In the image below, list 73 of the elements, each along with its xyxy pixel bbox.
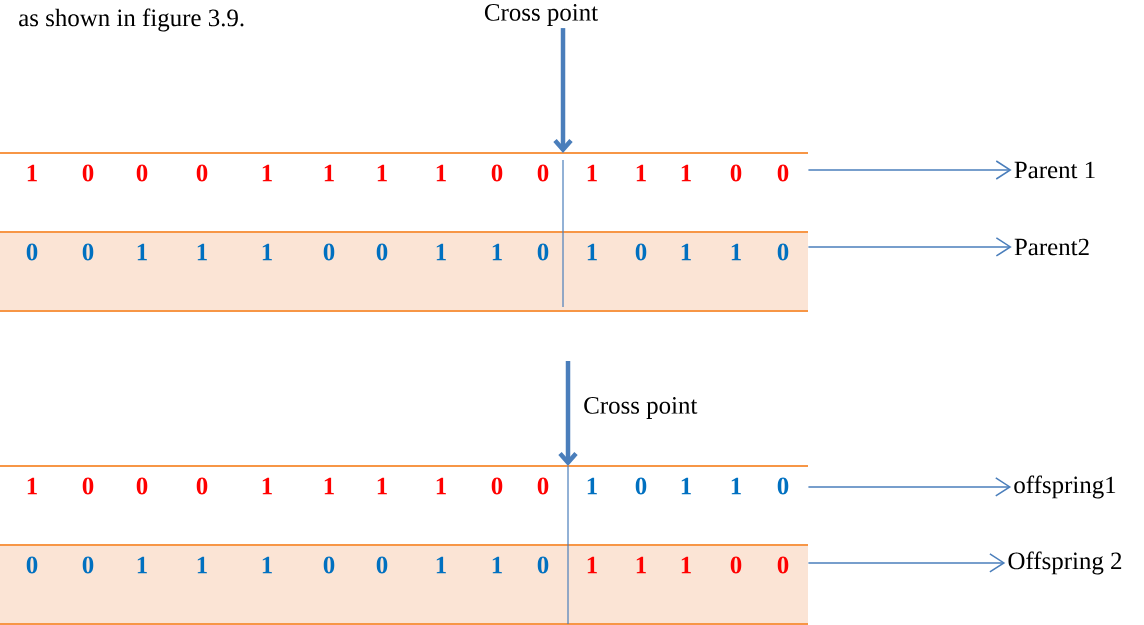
bit-digit: 1 xyxy=(636,164,646,182)
bit-digit: 1 xyxy=(492,556,502,574)
bit-digit: 1 xyxy=(681,243,691,261)
bit-digit: 1 xyxy=(137,243,147,261)
bit-digit: 1 xyxy=(197,556,207,574)
bit-digit: 0 xyxy=(196,477,208,495)
bit-digit: 1 xyxy=(587,243,597,261)
bit-digit: 0 xyxy=(26,243,38,261)
bit-digit: 0 xyxy=(777,477,789,495)
bit-digit: 1 xyxy=(262,477,272,495)
bit-digit: 1 xyxy=(27,164,37,182)
bit-digit: 0 xyxy=(537,477,549,495)
arrow xyxy=(807,477,1012,497)
arrow xyxy=(807,553,1006,573)
bit-digit: 0 xyxy=(82,164,94,182)
bit-digit: 1 xyxy=(436,556,446,574)
arrow xyxy=(558,361,578,466)
bit-digit: 1 xyxy=(436,243,446,261)
arrow xyxy=(807,160,1012,180)
bit-digit: 0 xyxy=(82,556,94,574)
bit-digit: 1 xyxy=(324,164,334,182)
bit-digit: 1 xyxy=(731,243,741,261)
bit-digit: 0 xyxy=(537,164,549,182)
bit-digit: 0 xyxy=(777,164,789,182)
bit-digit: 1 xyxy=(636,556,646,574)
row-label: Cross point xyxy=(484,4,598,26)
bit-digit: 0 xyxy=(777,243,789,261)
bit-digit: 1 xyxy=(587,477,597,495)
bit-digit: 1 xyxy=(587,164,597,182)
bit-digit: 1 xyxy=(681,164,691,182)
bit-digit: 1 xyxy=(377,164,387,182)
bit-digit: 0 xyxy=(491,477,503,495)
row-label: offspring1 xyxy=(1014,475,1116,499)
bit-digit: 1 xyxy=(587,556,597,574)
bit-digit: 1 xyxy=(324,477,334,495)
bit-digit: 0 xyxy=(323,556,335,574)
bit-digit: 0 xyxy=(537,243,549,261)
bit-digit: 0 xyxy=(376,556,388,574)
bit-digit: 0 xyxy=(491,164,503,182)
arrow xyxy=(553,28,573,153)
row-label: Parent 1 xyxy=(1014,161,1095,179)
note-text: Cross point xyxy=(584,397,698,419)
bit-digit: 0 xyxy=(82,243,94,261)
bit-digit: 1 xyxy=(681,556,691,574)
bit-digit: 1 xyxy=(197,243,207,261)
bit-digit: 0 xyxy=(82,477,94,495)
bit-digit: 1 xyxy=(262,556,272,574)
bit-digit: 0 xyxy=(376,243,388,261)
bit-digit: 0 xyxy=(635,243,647,261)
bit-digit: 1 xyxy=(681,477,691,495)
bit-digit: 0 xyxy=(730,556,742,574)
bit-digit: 1 xyxy=(27,477,37,495)
bit-digit: 1 xyxy=(137,556,147,574)
bit-digit: 0 xyxy=(323,243,335,261)
bit-digit: 1 xyxy=(262,164,272,182)
bit-digit: 1 xyxy=(436,477,446,495)
bit-digit: 0 xyxy=(196,164,208,182)
bit-digit: 0 xyxy=(136,164,148,182)
bit-digit: 0 xyxy=(777,556,789,574)
bit-digit: 0 xyxy=(635,477,647,495)
note-text: as shown in figure 3.9. xyxy=(19,8,244,32)
bit-digit: 0 xyxy=(730,164,742,182)
bit-digit: 1 xyxy=(377,477,387,495)
row-label: Parent2 xyxy=(1014,238,1089,256)
bit-digit: 1 xyxy=(436,164,446,182)
row-label: Offspring 2 xyxy=(1008,551,1122,575)
bit-digit: 0 xyxy=(136,477,148,495)
bit-digit: 0 xyxy=(26,556,38,574)
bit-digit: 1 xyxy=(262,243,272,261)
bit-digit: 0 xyxy=(537,556,549,574)
bit-digit: 1 xyxy=(492,243,502,261)
bit-digit: 1 xyxy=(731,477,741,495)
arrow xyxy=(807,237,1012,257)
